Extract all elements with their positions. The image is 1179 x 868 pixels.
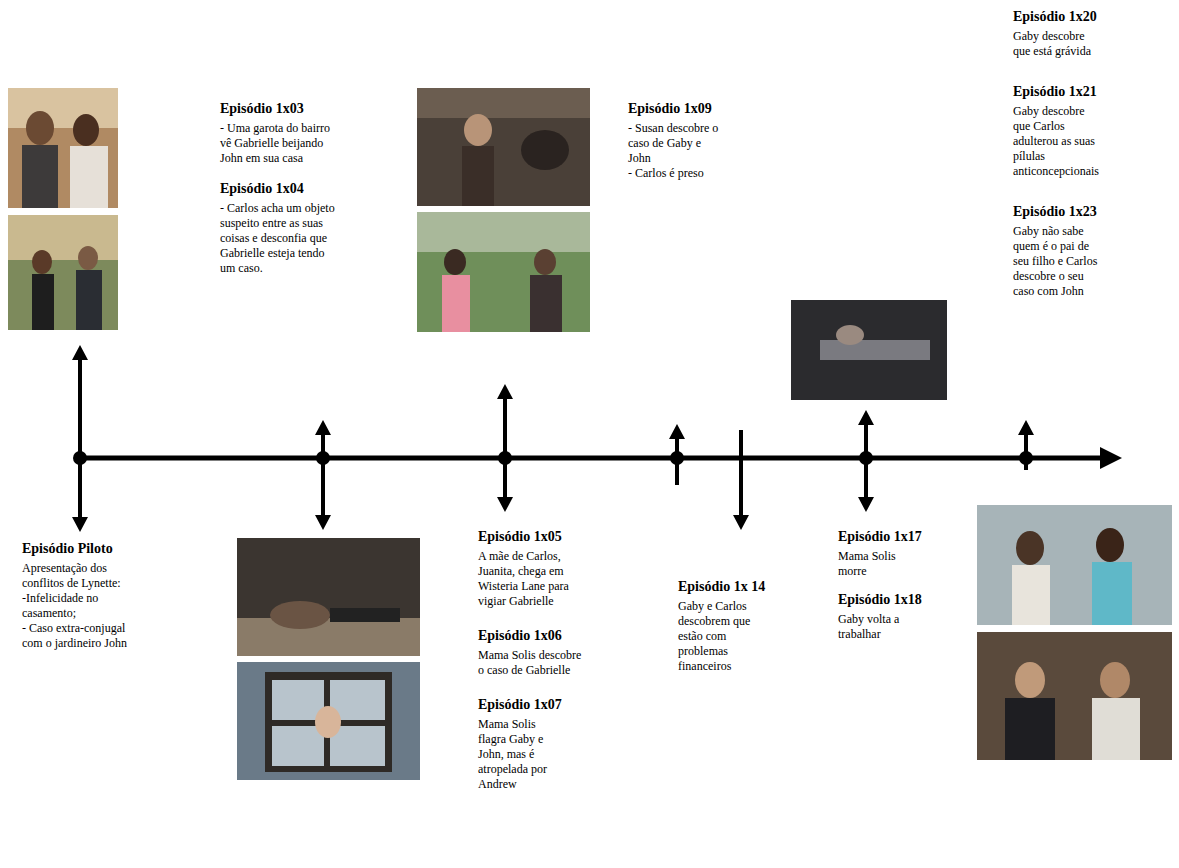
screenshot bbox=[417, 212, 590, 332]
screenshot bbox=[237, 662, 420, 780]
episode-heading: Episódio 1x03 bbox=[220, 100, 304, 118]
screenshot bbox=[977, 632, 1172, 760]
episode-heading: Episódio 1x20 bbox=[1013, 8, 1097, 26]
episode-note: - Caso extra-conjugal com o jardineiro J… bbox=[22, 621, 142, 651]
episode-heading: Episódio 1x17 bbox=[838, 528, 922, 546]
screenshot bbox=[8, 88, 118, 208]
episode-note: Apresentação dos conflitos de Lynette: bbox=[22, 561, 142, 591]
episode-heading: Episódio 1x04 bbox=[220, 180, 304, 198]
episode-heading: Episódio Piloto bbox=[22, 540, 113, 558]
episode-heading: Episódio 1x05 bbox=[478, 528, 562, 546]
episode-note: Gaby descobre que está grávida bbox=[1013, 29, 1103, 59]
event-arrow bbox=[72, 345, 1034, 532]
episode-heading: Episódio 1x06 bbox=[478, 627, 562, 645]
screenshot bbox=[237, 538, 420, 656]
episode-heading: Episódio 1x 14 bbox=[678, 578, 765, 596]
episode-note: -Infelicidade no casamento; bbox=[22, 591, 142, 621]
event-dot bbox=[73, 451, 1033, 465]
episode-note: - Uma garota do bairro vê Gabrielle beij… bbox=[220, 121, 335, 166]
screenshot bbox=[417, 88, 590, 206]
episode-note: Mama Solis morre bbox=[838, 549, 908, 579]
episode-note: A mãe de Carlos, Juanita, chega em Wiste… bbox=[478, 549, 584, 609]
episode-heading: Episódio 1x18 bbox=[838, 591, 922, 609]
screenshot bbox=[791, 300, 947, 400]
episode-note: Gaby volta a trabalhar bbox=[838, 612, 908, 642]
episode-heading: Episódio 1x21 bbox=[1013, 83, 1097, 101]
episode-heading: Episódio 1x09 bbox=[628, 100, 712, 118]
episode-note: - Carlos é preso bbox=[628, 166, 724, 181]
episode-heading: Episódio 1x07 bbox=[478, 696, 562, 714]
episode-note: Mama Solis flagra Gaby e John, mas é atr… bbox=[478, 717, 548, 792]
episode-note: Gaby descobre que Carlos adulterou as su… bbox=[1013, 104, 1103, 179]
episode-heading: Episódio 1x23 bbox=[1013, 203, 1097, 221]
screenshot bbox=[8, 215, 118, 330]
episode-note: Gaby não sabe quem é o pai de seu filho … bbox=[1013, 224, 1103, 299]
screenshot bbox=[977, 505, 1172, 625]
episode-note: Gaby e Carlos descobrem que estão com pr… bbox=[678, 599, 768, 674]
timeline-axis bbox=[80, 447, 1122, 469]
episode-note: - Carlos acha um objeto suspeito entre a… bbox=[220, 201, 335, 276]
episode-note: Mama Solis descobre o caso de Gabrielle bbox=[478, 648, 584, 678]
episode-note: - Susan descobre o caso de Gaby e John bbox=[628, 121, 724, 166]
